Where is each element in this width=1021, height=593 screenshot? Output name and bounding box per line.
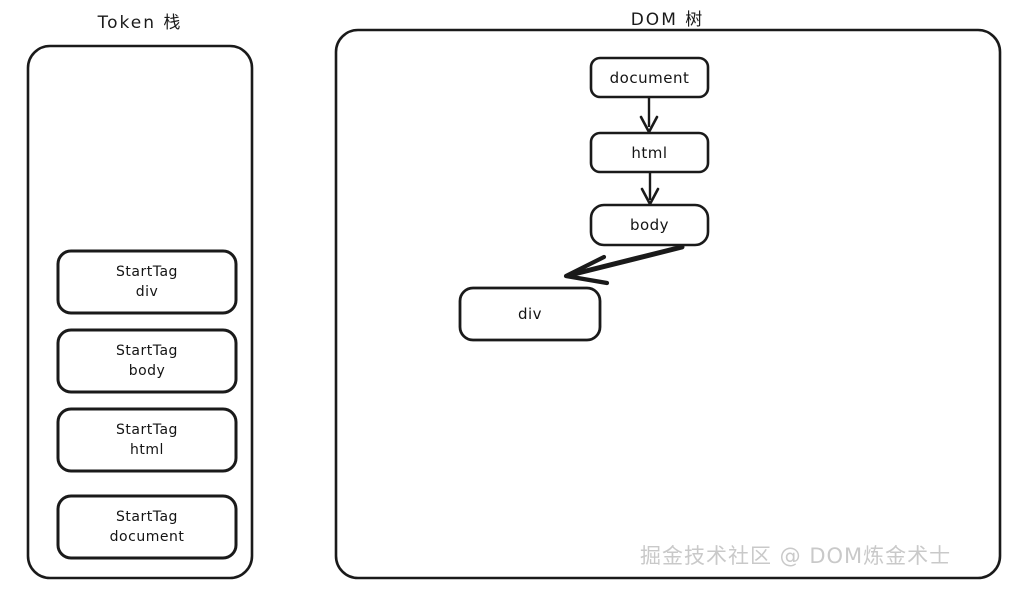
token-box-html[interactable] (56, 407, 238, 473)
dom-node-label-document: document (609, 68, 690, 87)
dom-node-box-div[interactable] (458, 286, 602, 342)
token-label-div-line2: div (135, 284, 159, 300)
dom-tree-panel (334, 28, 1002, 580)
edge-html-to-body (640, 172, 660, 206)
token-label-body-line1: StartTag (116, 342, 178, 359)
watermark-text: 掘金技术社区 @ DOM炼金术士 (640, 544, 952, 568)
edge-body-to-div (563, 244, 685, 286)
token-label-html: StartTag html (58, 409, 236, 471)
token-label-body: StartTag body (58, 330, 236, 392)
edge-document-to-html (639, 97, 659, 134)
token-box-div[interactable] (56, 249, 238, 315)
token-box-body[interactable] (56, 328, 238, 394)
dom-node-label-body: body (629, 216, 670, 234)
token-box-document[interactable] (56, 494, 238, 560)
token-label-html-line1: StartTag (116, 421, 178, 438)
token-label-document-line1: StartTag (116, 508, 178, 525)
token-stack-panel (26, 44, 254, 580)
token-label-div-line1: StartTag (116, 263, 178, 280)
dom-node-label-html: html (631, 143, 668, 162)
token-stack-title: Token 栈 (97, 13, 183, 33)
dom-tree-title: DOM 树 (630, 10, 705, 30)
token-label-div: StartTag div (58, 251, 236, 313)
token-label-document: StartTag document (58, 496, 236, 558)
token-label-html-line2: html (130, 442, 164, 458)
token-label-body-line2: body (128, 363, 166, 379)
token-label-document-line2: document (109, 529, 185, 545)
dom-node-label-div: div (517, 305, 543, 323)
